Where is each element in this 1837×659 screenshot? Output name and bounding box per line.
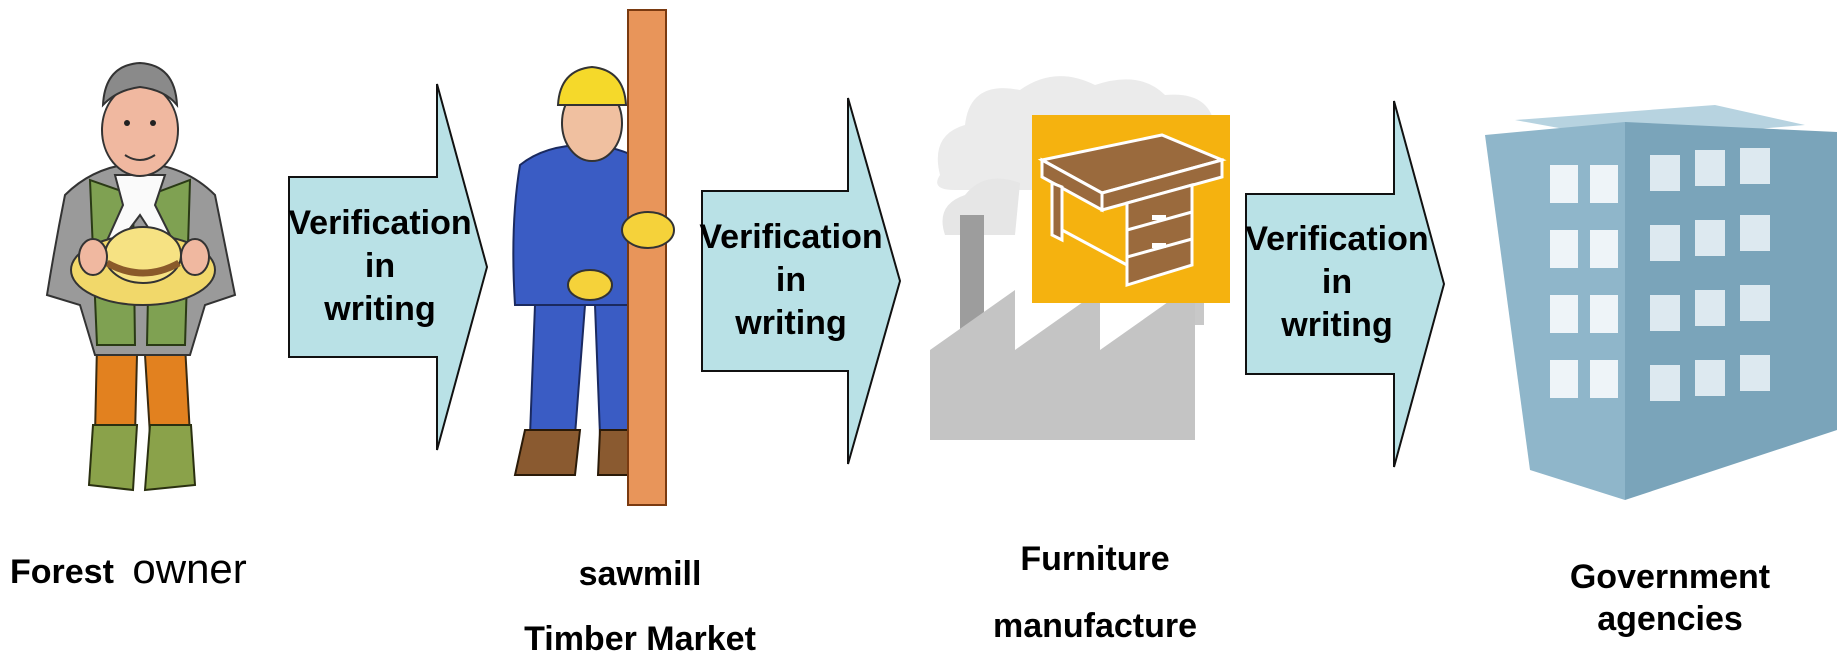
- caption-timber-market: Timber Market: [500, 620, 780, 659]
- caption-sawmill: sawmill: [500, 555, 780, 594]
- arrow-2-line1: Verification: [699, 218, 883, 256]
- arrow-1-line3: writing: [324, 290, 436, 328]
- flow-arrow-1: [288, 83, 489, 451]
- arrow-3-line1: Verification: [1245, 220, 1429, 258]
- government-label: Government: [1569, 558, 1771, 596]
- arrow-1-label: Verification in writing: [275, 202, 485, 331]
- sawmill-label: sawmill: [578, 555, 702, 593]
- furniture-label: Furniture: [1020, 540, 1170, 578]
- caption-furniture: Furniture: [960, 540, 1230, 579]
- forest-owner-label-bold: Forest: [10, 553, 114, 591]
- caption-manufacture: manufacture: [960, 607, 1230, 646]
- flow-arrow-3: [1245, 100, 1446, 468]
- flow-arrow-2: [701, 97, 902, 465]
- manufacture-label: manufacture: [992, 607, 1198, 645]
- forest-owner-illustration: [45, 61, 237, 492]
- arrow-2-line2: in: [775, 261, 807, 299]
- desk-icon: [1032, 115, 1230, 303]
- arrow-3-label: Verification in writing: [1232, 218, 1442, 347]
- arrow-2-line3: writing: [735, 304, 847, 342]
- arrow-3-line2: in: [1321, 263, 1353, 301]
- arrow-1-line1: Verification: [288, 204, 472, 242]
- government-building-illustration: [1485, 105, 1837, 500]
- arrow-1-line2: in: [364, 247, 396, 285]
- forest-owner-label-normal: owner: [132, 545, 247, 592]
- arrow-3-line3: writing: [1281, 306, 1393, 344]
- arrow-2-label: Verification in writing: [686, 216, 896, 345]
- sawmill-worker-illustration: [512, 9, 675, 506]
- caption-government: Government agencies: [1540, 556, 1800, 640]
- caption-forest-owner: Forest owner: [10, 545, 247, 593]
- timber-market-label: Timber Market: [524, 620, 756, 658]
- agencies-label: agencies: [1597, 600, 1743, 638]
